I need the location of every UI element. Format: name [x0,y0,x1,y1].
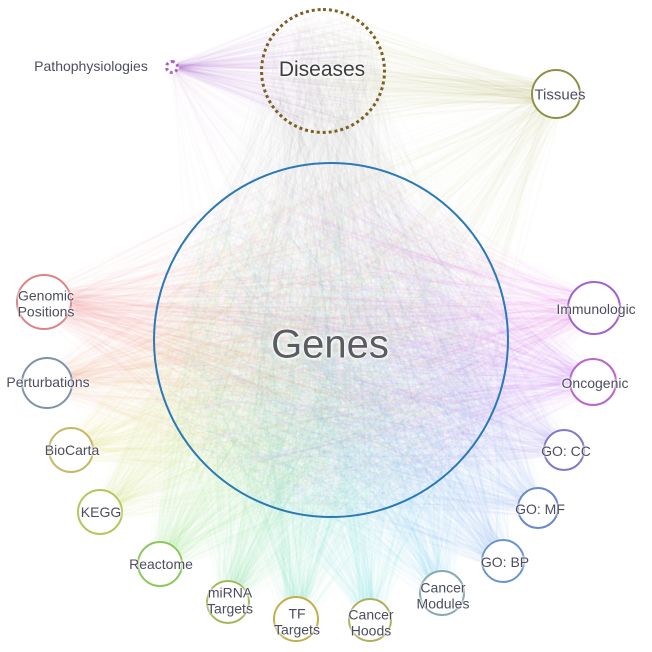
node-circle-genes[interactable] [153,162,509,518]
node-circle-kegg[interactable] [77,489,123,535]
node-circle-perturbations[interactable] [21,357,73,409]
node-circle-biocarta[interactable] [48,427,94,473]
node-circle-cancer_hoods[interactable] [348,598,392,642]
node-circle-genomic_positions[interactable] [16,274,72,330]
node-circle-pathophysiologies[interactable] [165,60,179,74]
node-circle-immunologic[interactable] [567,281,621,335]
node-circle-tissues[interactable] [531,69,581,119]
node-circle-diseases[interactable] [260,8,386,134]
node-circle-cancer_modules[interactable] [419,570,465,616]
node-circle-oncogenic[interactable] [569,358,617,406]
node-circle-reactome[interactable] [137,541,183,587]
node-label-pathophysiologies: Pathophysiologies [34,58,148,75]
node-circle-go_mf[interactable] [517,487,559,529]
node-circle-tf_targets[interactable] [273,596,319,642]
node-circle-go_bp[interactable] [481,539,525,583]
node-circle-mirna_targets[interactable] [206,580,250,624]
node-circle-go_cc[interactable] [543,429,585,471]
